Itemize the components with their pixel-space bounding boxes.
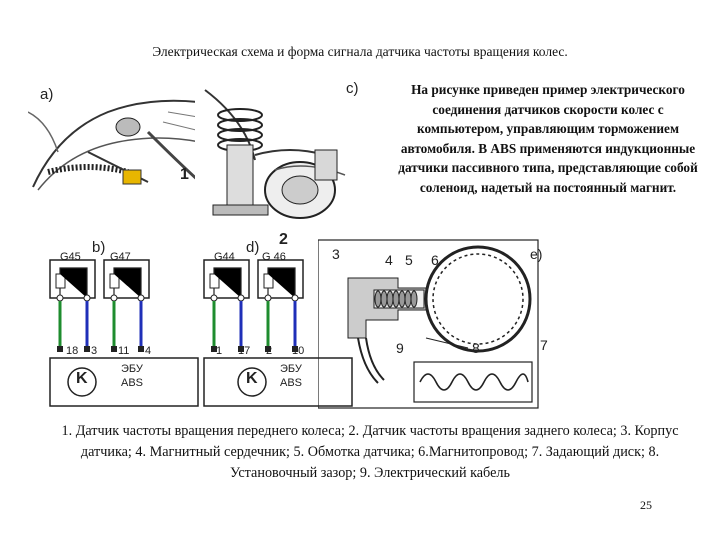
page-title: Электрическая схема и форма сигнала датч… bbox=[152, 44, 568, 59]
ecu-label: ABS bbox=[280, 377, 303, 389]
wiring-diagram-d bbox=[203, 259, 353, 407]
callout-7: 7 bbox=[540, 337, 548, 353]
ecu-label: ABS bbox=[121, 377, 144, 389]
panel-label-c: c) bbox=[346, 80, 359, 97]
callout-9: 9 bbox=[396, 340, 404, 356]
figure-caption: 1. Датчик частоты вращения переднего кол… bbox=[61, 423, 679, 481]
sensor-label-g44: G44 bbox=[214, 251, 235, 263]
panel-label-d: d) bbox=[246, 239, 260, 256]
ecu-symbol-icon: K bbox=[76, 370, 88, 387]
page-number: 25 bbox=[640, 498, 652, 512]
callout-5: 5 bbox=[405, 252, 413, 268]
ecu-label: ЭБУ bbox=[280, 363, 302, 375]
ecu-symbol-icon: K bbox=[246, 370, 258, 387]
photo-front-wheel-sensor bbox=[28, 72, 203, 192]
pin-label: 17 bbox=[238, 345, 251, 357]
pin-label: 18 bbox=[66, 345, 79, 357]
pin-label: 3 bbox=[91, 345, 98, 357]
callout-4: 4 bbox=[385, 252, 393, 268]
sensor-label-g46: G 46 bbox=[262, 251, 286, 263]
panel-label-e: e) bbox=[530, 246, 543, 262]
pin-label: 11 bbox=[118, 345, 130, 357]
sensor-label-g47: G47 bbox=[110, 251, 131, 263]
panel-label-b: b) bbox=[92, 239, 106, 256]
callout-2: 2 bbox=[279, 231, 288, 248]
pin-label: 10 bbox=[292, 345, 305, 357]
photo-rear-wheel-sensor bbox=[195, 80, 365, 230]
callout-6: 6 bbox=[431, 252, 439, 268]
callout-3: 3 bbox=[332, 246, 340, 262]
sensor-cross-section-e bbox=[318, 239, 539, 409]
sensor-label-g45: G45 bbox=[60, 251, 81, 263]
callout-1: 1 bbox=[180, 166, 189, 183]
callout-8: 8 bbox=[472, 340, 480, 356]
pin-label: 4 bbox=[145, 345, 152, 357]
panel-label-a: a) bbox=[40, 86, 54, 103]
wiring-diagram-b bbox=[49, 259, 199, 407]
ecu-label: ЭБУ bbox=[121, 363, 143, 375]
pin-label: 2 bbox=[266, 345, 273, 357]
description-paragraph: На рисунке приведен пример электрическог… bbox=[398, 82, 698, 195]
pin-label: 1 bbox=[216, 345, 223, 357]
